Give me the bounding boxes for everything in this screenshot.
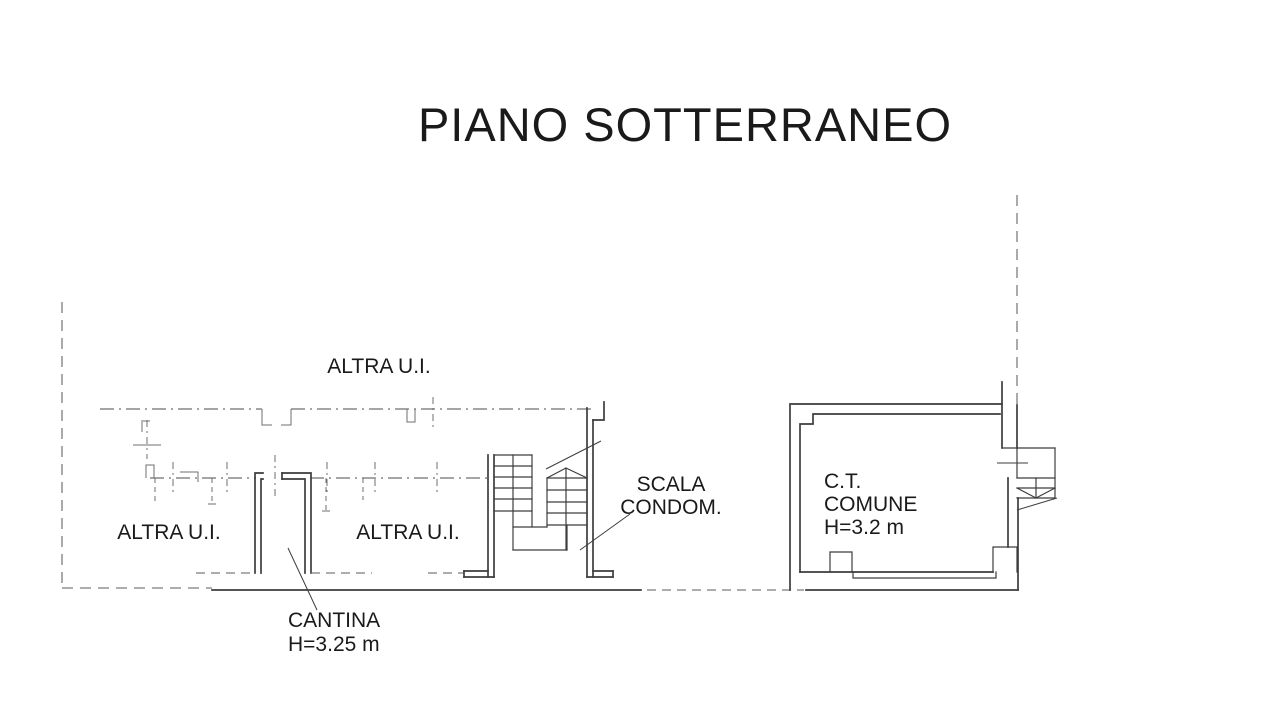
scala-label-line1: SCALA bbox=[636, 473, 706, 496]
wall-line bbox=[281, 478, 306, 574]
lower-unit-wall-dashdot bbox=[150, 455, 489, 512]
wall-notch bbox=[852, 571, 997, 579]
wall-line bbox=[281, 472, 312, 574]
wall-jog bbox=[592, 401, 605, 421]
ct-comune-room bbox=[789, 381, 1019, 591]
ct-external-stair bbox=[997, 447, 1058, 511]
scala-leader-line bbox=[579, 513, 631, 551]
site-boundary-dashed bbox=[61, 302, 212, 589]
stair-direction-arrow bbox=[546, 467, 588, 479]
stair-direction-arrow bbox=[1016, 487, 1056, 499]
page-title: PIANO SOTTERRANEO bbox=[417, 98, 953, 151]
wall-hook bbox=[145, 464, 155, 478]
room-label-altra-ui-top: ALTRA U.I. bbox=[327, 355, 431, 378]
wall-notch bbox=[406, 409, 416, 423]
stairwell-scala bbox=[463, 401, 614, 578]
wall-notch bbox=[261, 409, 292, 426]
room-label-ct-comune: C.T. COMUNE H=3.2 m bbox=[824, 470, 917, 539]
stair-break-line bbox=[1016, 497, 1058, 511]
wall-line bbox=[254, 472, 264, 574]
wall-line bbox=[799, 413, 1001, 573]
wall-notch bbox=[180, 471, 199, 482]
ct-label-line1: C.T. bbox=[824, 470, 862, 493]
cantina-label-height: H=3.25 m bbox=[288, 633, 380, 656]
wall-line bbox=[260, 478, 264, 574]
cantina-room bbox=[254, 472, 312, 574]
ct-label-line2: COMUNE bbox=[824, 493, 918, 516]
room-label-altra-ui-middle: ALTRA U.I. bbox=[356, 521, 460, 544]
wall-pilaster bbox=[992, 546, 1018, 573]
wall-pilaster bbox=[829, 551, 853, 573]
leader-lines bbox=[287, 513, 631, 611]
scala-label-line2: CONDOM. bbox=[620, 496, 722, 519]
wall-line bbox=[789, 403, 1003, 591]
upper-unit-wall-dashdot bbox=[100, 397, 592, 478]
cantina-leader-line bbox=[287, 547, 318, 611]
wall-hook bbox=[141, 420, 150, 432]
ct-label-height: H=3.2 m bbox=[824, 516, 904, 539]
room-label-scala-condom: SCALA CONDOM. bbox=[620, 473, 722, 519]
stair-break-line bbox=[545, 440, 602, 470]
room-label-altra-ui-left: ALTRA U.I. bbox=[117, 521, 221, 544]
cantina-label-line1: CANTINA bbox=[288, 609, 381, 632]
room-label-cantina: CANTINA H=3.25 m bbox=[288, 609, 380, 657]
